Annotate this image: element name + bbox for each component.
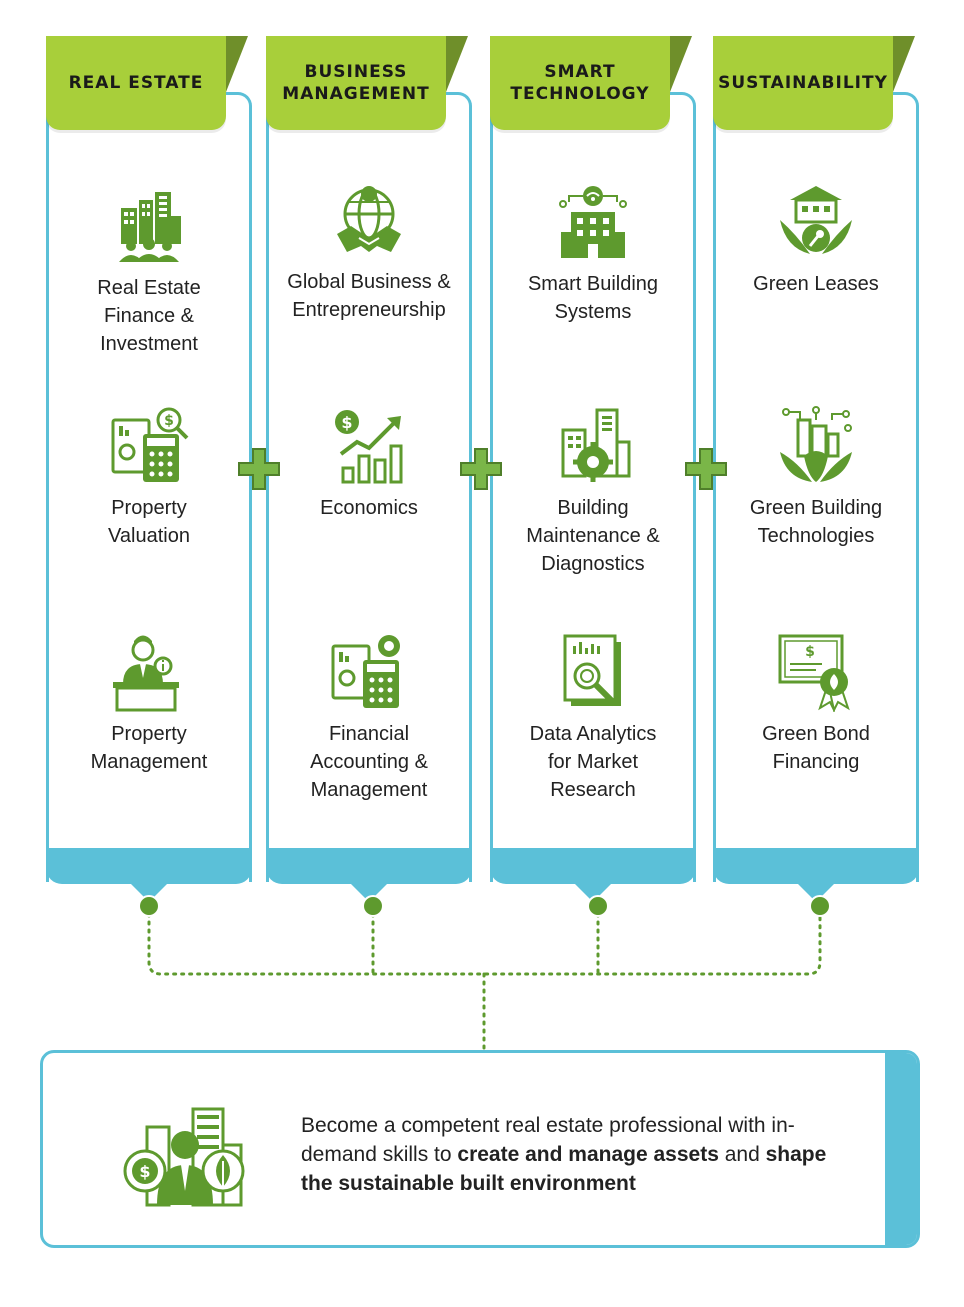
globe-handshake-icon [337, 186, 401, 252]
building-gear-icon [561, 408, 631, 482]
column-footer [266, 848, 472, 884]
topic-green-bond: $ Green Bond Financing [713, 632, 919, 776]
svg-text:$: $ [139, 1162, 150, 1181]
topic-label: Property Valuation [108, 497, 190, 547]
header-fold [226, 36, 248, 92]
topic-economics: $ Economics [266, 406, 472, 522]
topic-building-maintenance: Building Maintenance & Diagnostics [490, 406, 696, 578]
summary-highlight: shape the sustainable built environment [301, 1143, 827, 1195]
topic-label: Green Leases [753, 273, 879, 295]
topic-financial-accounting: Financial Accounting & Management [266, 632, 472, 804]
column-header: BUSINESS MANAGEMENT [266, 36, 446, 130]
summary-text: Become a competent real estate professio… [301, 1111, 841, 1198]
manager-desk-icon [113, 635, 179, 712]
header-fold [446, 36, 468, 92]
topic-label: Building Maintenance & Diagnostics [526, 497, 660, 575]
svg-text:$: $ [805, 644, 815, 660]
header-fold [893, 36, 915, 92]
summary-box-accent [885, 1053, 917, 1245]
topic-label: Green Building Technologies [749, 497, 883, 547]
dotted-connector [138, 895, 831, 1052]
column-header: REAL ESTATE [46, 36, 226, 130]
topic-smart-building: Smart Building Systems [490, 182, 696, 326]
city-buildings-icon [119, 192, 181, 262]
topic-green-leases: Green Leases [713, 182, 919, 298]
column-header: SMART TECHNOLOGY [490, 36, 670, 130]
column-footer-notch [129, 882, 169, 902]
green-house-key-icon [780, 186, 852, 254]
summary-box: $ Become a competent real estate profess… [40, 1050, 920, 1248]
calculator-valuation-icon: $ [111, 407, 189, 482]
professional-city-finance-green-icon: $ [123, 1107, 245, 1207]
column-footer [713, 848, 919, 884]
column-panel [713, 92, 919, 882]
topic-real-estate-finance: Real Estate Finance & Investment [46, 186, 252, 358]
column-footer [46, 848, 252, 884]
summary-highlight: create and manage assets [457, 1143, 719, 1166]
topic-global-business: Global Business & Entrepreneurship [266, 180, 472, 324]
data-report-magnifier-icon [563, 634, 621, 707]
topic-green-building-tech: Green Building Technologies [713, 406, 919, 550]
column-panel [490, 92, 696, 882]
header-fold [670, 36, 692, 92]
growth-chart-icon: $ [335, 410, 403, 484]
topic-label: Data Analytics for Market Research [529, 723, 657, 801]
topic-label: Real Estate Finance & Investment [97, 277, 201, 355]
accounting-calculator-icon [331, 635, 400, 708]
plus-icon [460, 448, 502, 490]
topic-property-management: Property Management [46, 632, 252, 776]
column-header: SUSTAINABILITY [713, 36, 893, 130]
topic-data-analytics: Data Analytics for Market Research [490, 632, 696, 804]
topic-label: Financial Accounting & Management [310, 723, 428, 801]
plus-icon [238, 448, 280, 490]
svg-text:$: $ [341, 413, 352, 432]
topic-label: Smart Building Systems [527, 273, 659, 323]
column-panel [266, 92, 472, 882]
topic-label: Global Business & Entrepreneurship [287, 271, 451, 321]
plus-icon [685, 448, 727, 490]
green-tech-building-icon [780, 406, 852, 482]
topic-label: Economics [320, 497, 418, 519]
summary-text-part: and [718, 1143, 766, 1166]
smart-building-icon [559, 186, 627, 258]
topic-label: Green Bond Financing [762, 723, 870, 773]
certificate-award-icon: $ [778, 634, 850, 712]
svg-text:$: $ [164, 413, 174, 429]
topic-property-valuation: $ Property Valuation [46, 406, 252, 550]
topic-label: Property Management [90, 723, 208, 773]
summary-text-part: Become a competent real estate professio… [301, 1114, 795, 1166]
column-footer [490, 848, 696, 884]
